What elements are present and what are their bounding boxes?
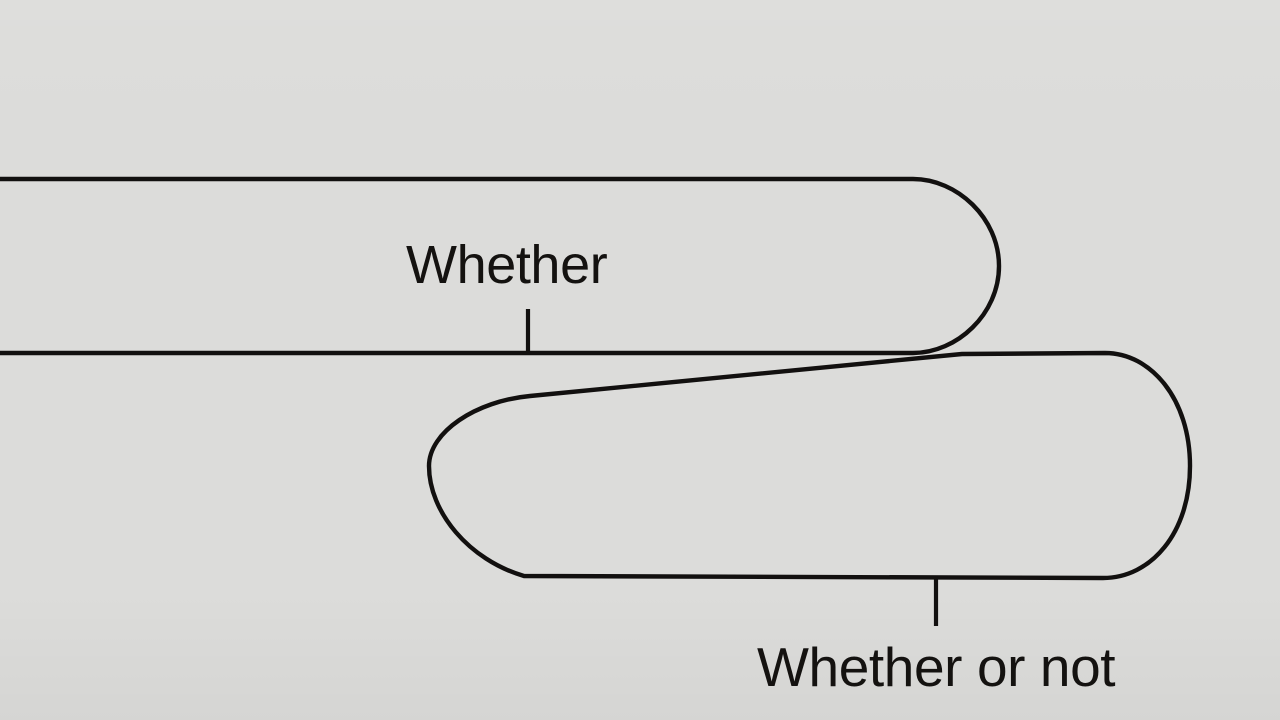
- lower-bracket-label: Whether or not: [757, 636, 1116, 698]
- upper-bracket-label: Whether: [406, 235, 608, 295]
- upper-bracket-outline: [0, 176, 1002, 356]
- lower-bracket-outline: [426, 350, 1193, 581]
